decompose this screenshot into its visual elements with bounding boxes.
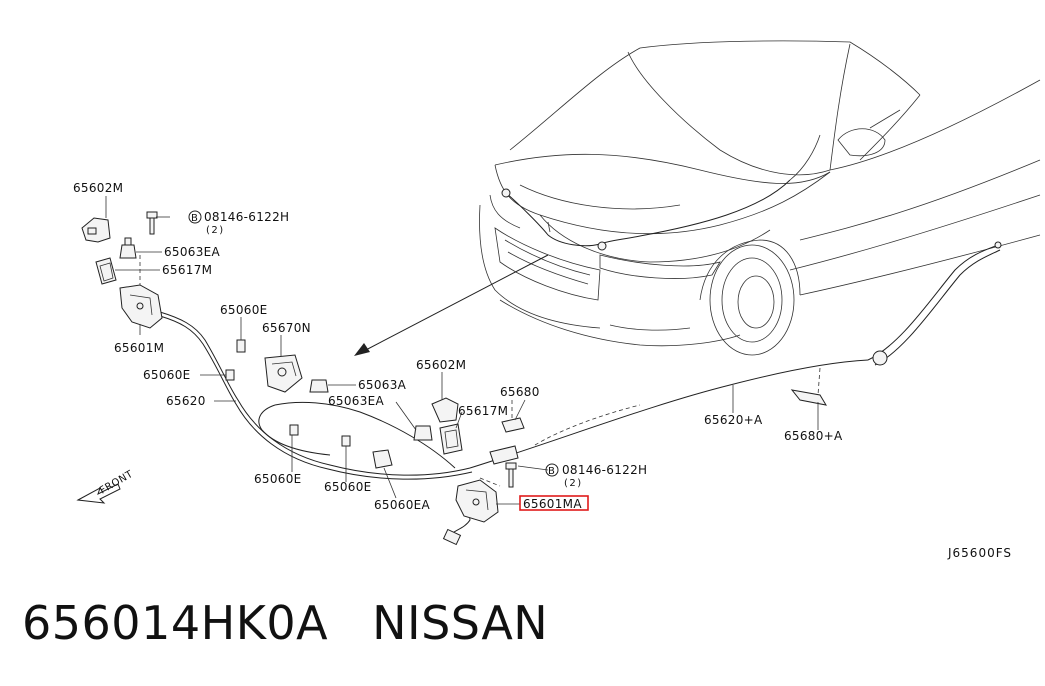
- part-65680: [501, 400, 525, 433]
- label-65063ea-mid: 65063EA: [328, 394, 385, 408]
- brand-name: NISSAN: [372, 596, 549, 650]
- clip-65060ea: [372, 449, 393, 469]
- clip-65063ea-mid: [413, 425, 433, 441]
- label-screw-top: 08146-6122H: [204, 210, 289, 224]
- leader-lines: [105, 196, 819, 505]
- label-65670n: 65670N: [262, 321, 311, 335]
- part-labels: 65602M B 08146-6122H (2) 65063EA 65617M …: [73, 181, 1012, 560]
- label-65602m-mid: 65602M: [416, 358, 466, 372]
- bolt-icon-mid: [505, 462, 517, 488]
- part-caption: 656014HK0A NISSAN: [22, 596, 548, 650]
- clip-65063a: [309, 379, 329, 393]
- clip-65060e-c: [289, 424, 299, 436]
- front-indicator: FRONT: [76, 469, 136, 504]
- bolt-prefix-mid: B: [548, 466, 555, 477]
- part-65602m-top: [81, 217, 111, 243]
- part-65680a: [790, 367, 828, 406]
- bolt-circle-icon: [188, 210, 202, 224]
- front-arrow-icon: [76, 483, 121, 504]
- vehicle-outline: [479, 40, 1041, 356]
- highlighted-part-callout: 65601MA: [519, 495, 589, 511]
- label-screw-mid: 08146-6122H: [562, 463, 647, 477]
- seal-65617m-top: [95, 257, 117, 285]
- label-65617m-top: 65617M: [162, 263, 212, 277]
- part-number: 656014HK0A: [22, 596, 329, 650]
- bolt-callout-mid: B 08146-6122H (2): [545, 463, 647, 489]
- label-65680: 65680: [500, 385, 540, 399]
- clip-65063ea-top: [119, 237, 137, 259]
- label-65060ea: 65060EA: [374, 498, 431, 512]
- label-65601m: 65601M: [114, 341, 164, 355]
- label-screw-mid-qty: (2): [564, 478, 583, 489]
- lock-65670n: [264, 354, 303, 393]
- label-65601ma: 65601MA: [523, 497, 582, 511]
- clip-65060e-b: [225, 369, 235, 381]
- highlight-box: [519, 495, 589, 511]
- clip-65060e-a: [236, 339, 246, 353]
- part-65602m-mid: [431, 397, 459, 423]
- bolt-prefix-top: B: [191, 213, 198, 224]
- label-screw-top-qty: (2): [206, 225, 225, 236]
- drawing-code: J65600FS: [947, 546, 1012, 560]
- clip-65060e-d: [341, 435, 351, 447]
- label-front: FRONT: [98, 469, 136, 497]
- label-65680a: 65680+A: [784, 429, 843, 443]
- latch-65601m: [119, 255, 163, 329]
- label-65063ea-top: 65063EA: [164, 245, 221, 259]
- cable-connector: [489, 445, 519, 465]
- label-65060e-c: 65060E: [254, 472, 302, 486]
- label-65060e-b: 65060E: [143, 368, 191, 382]
- seal-65617m-mid: [439, 423, 463, 455]
- label-65620: 65620: [166, 394, 206, 408]
- bolt-callout-top: B 08146-6122H (2): [188, 210, 289, 236]
- label-65060e-a: 65060E: [220, 303, 268, 317]
- label-65620a: 65620+A: [704, 413, 763, 427]
- reference-arrow: [354, 254, 549, 356]
- label-65060e-d: 65060E: [324, 480, 372, 494]
- label-65617m-mid: 65617M: [458, 404, 508, 418]
- release-cable: [159, 241, 1002, 546]
- label-65602m-top: 65602M: [73, 181, 123, 195]
- latch-65601ma: [455, 477, 501, 523]
- bolt-icon-top: [146, 211, 158, 235]
- bolt-circle-icon: [545, 463, 559, 477]
- label-65063a: 65063A: [358, 378, 407, 392]
